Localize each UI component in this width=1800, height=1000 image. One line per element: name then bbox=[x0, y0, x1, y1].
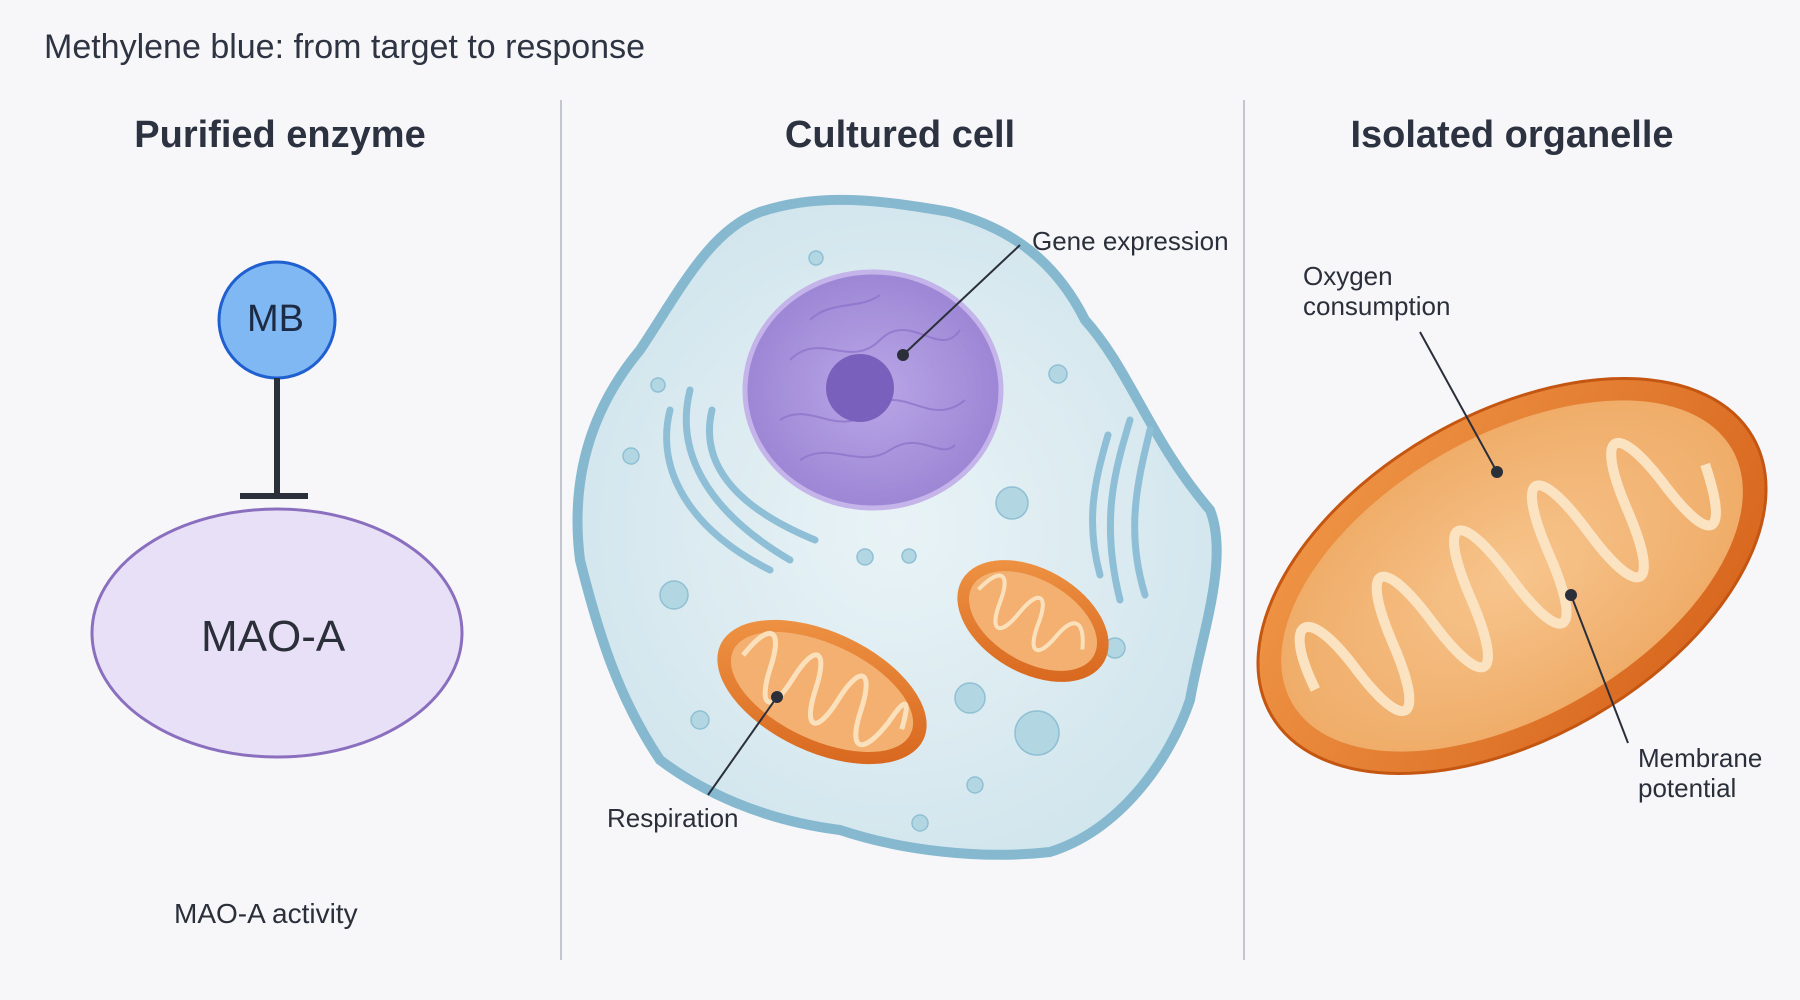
isolated-mitochondrion bbox=[1256, 377, 1768, 775]
panel-divider-1 bbox=[560, 100, 562, 960]
mitochondrion-small-1 bbox=[717, 619, 927, 765]
mb-label: MB bbox=[247, 298, 304, 340]
panel-title-enzyme: Purified enzyme bbox=[134, 114, 426, 156]
inhibition-arrow-icon bbox=[240, 378, 308, 499]
mao-a-label: MAO-A bbox=[201, 612, 346, 661]
respiration-label: Respiration bbox=[607, 803, 739, 833]
cultured-cell bbox=[572, 194, 1222, 860]
membrane-potential-label-line2: potential bbox=[1638, 773, 1737, 803]
nucleus bbox=[742, 269, 1004, 511]
oxygen-consumption-label-line1: Oxygen bbox=[1303, 261, 1393, 291]
page-title: Methylene blue: from target to response bbox=[44, 28, 645, 66]
readout-label: MAO-A activity bbox=[174, 898, 358, 929]
membrane-potential-label-line1: Membrane bbox=[1638, 743, 1763, 773]
panel-title-cell: Cultured cell bbox=[784, 114, 1016, 156]
gene-expression-label: Gene expression bbox=[1032, 226, 1229, 256]
panel-divider-2 bbox=[1243, 100, 1245, 960]
oxygen-consumption-label-line2: consumption bbox=[1303, 291, 1451, 321]
mao-a-enzyme bbox=[90, 507, 464, 759]
mitochondrion-small-2 bbox=[957, 560, 1109, 682]
panel-title-organelle: Isolated organelle bbox=[1350, 114, 1674, 156]
